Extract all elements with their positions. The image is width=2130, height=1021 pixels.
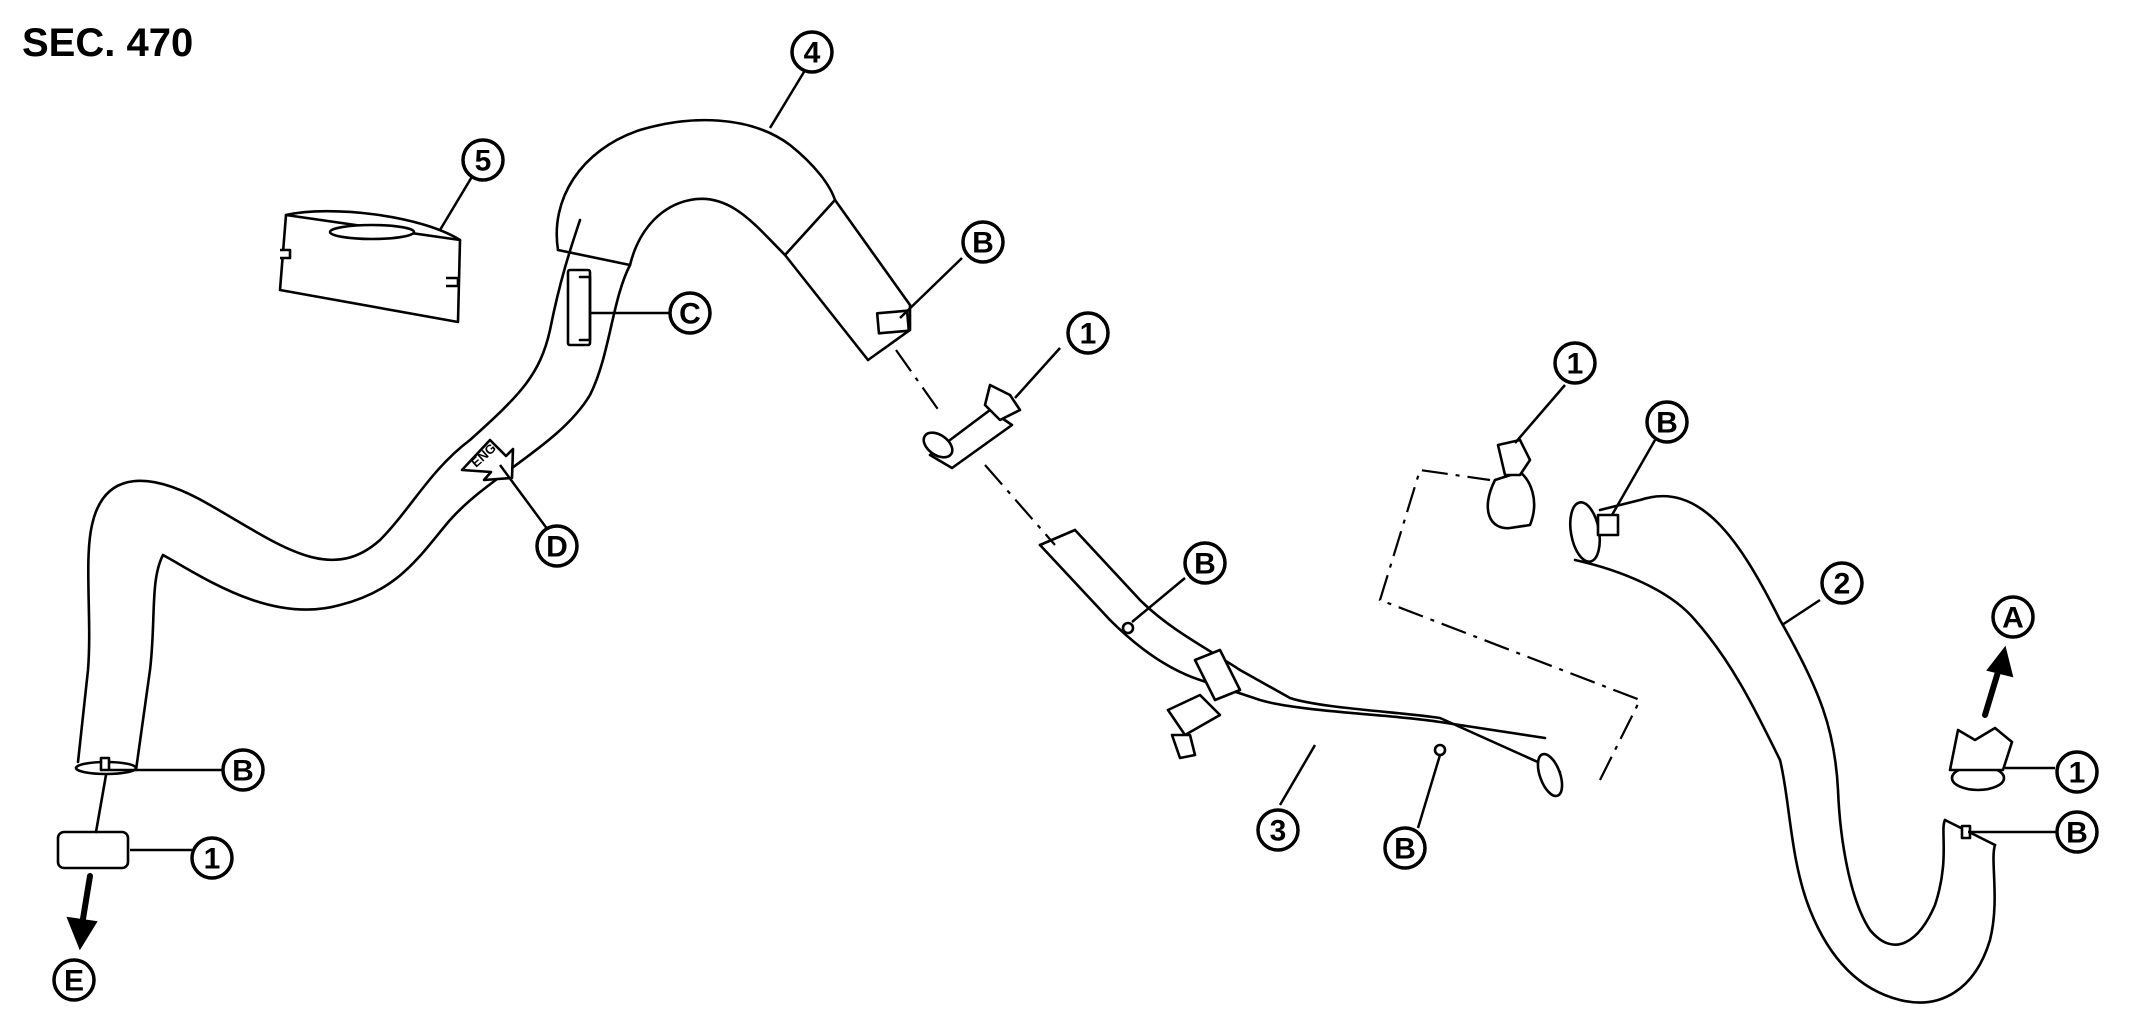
svg-text:2: 2 [1834,568,1851,601]
callout-b-left: B [221,748,265,792]
svg-text:B: B [1394,833,1416,866]
clamp-right-upper [1486,438,1536,530]
svg-text:C: C [679,298,701,331]
callout-1-right-lower: 1 [2055,750,2099,794]
clamp-right-lower [1948,726,2014,792]
section-title: SEC. 470 [22,21,193,65]
svg-text:B: B [972,227,994,260]
callout-d: D [535,524,579,568]
callout-b-right-upper: B [1645,400,1689,444]
callout-1-upper: 1 [1066,311,1110,355]
callout-4: 4 [790,30,834,74]
svg-text:B: B [232,755,254,788]
svg-text:B: B [1656,407,1678,440]
arrow-icon-a [1982,645,2014,718]
tube-middle [1038,528,1564,798]
eng-direction-icon: ENG [460,438,515,482]
clamp-upper [922,383,1022,470]
svg-text:3: 3 [1270,815,1287,848]
svg-text:B: B [1194,548,1216,581]
callout-1-left: 1 [190,836,234,880]
callout-1-right-upper: 1 [1553,341,1597,385]
svg-text:E: E [64,965,84,998]
centerline-1 [895,349,943,416]
callout-3: 3 [1256,808,1300,852]
callout-a: A [1991,595,2035,639]
hose-right [1568,494,1997,1004]
centerline-box [1378,468,1642,781]
svg-text:5: 5 [475,145,492,178]
callout-b-middle: B [1183,541,1227,585]
part-5-block [278,209,462,324]
svg-text:1: 1 [2069,757,2086,790]
arrow-icon [66,873,98,951]
clamp-left-lower [56,830,130,870]
marking-c [566,268,592,347]
svg-text:1: 1 [1080,318,1097,351]
svg-text:B: B [2066,817,2088,850]
callout-b-lower: B [1383,826,1427,870]
svg-text:1: 1 [204,843,221,876]
svg-text:1: 1 [1567,348,1584,381]
callout-2: 2 [1820,561,1864,605]
callout-c: C [668,291,712,335]
callout-5: 5 [461,138,505,182]
svg-text:A: A [2002,602,2024,635]
callout-b-right-lower: B [2055,810,2099,854]
hose-left [74,218,632,776]
hose-elbow [555,118,912,362]
svg-text:D: D [546,531,568,564]
callout-b-elbow: B [961,220,1005,264]
svg-text:4: 4 [804,37,821,70]
centerline-2 [984,464,1056,546]
callout-e: E [52,958,96,1002]
